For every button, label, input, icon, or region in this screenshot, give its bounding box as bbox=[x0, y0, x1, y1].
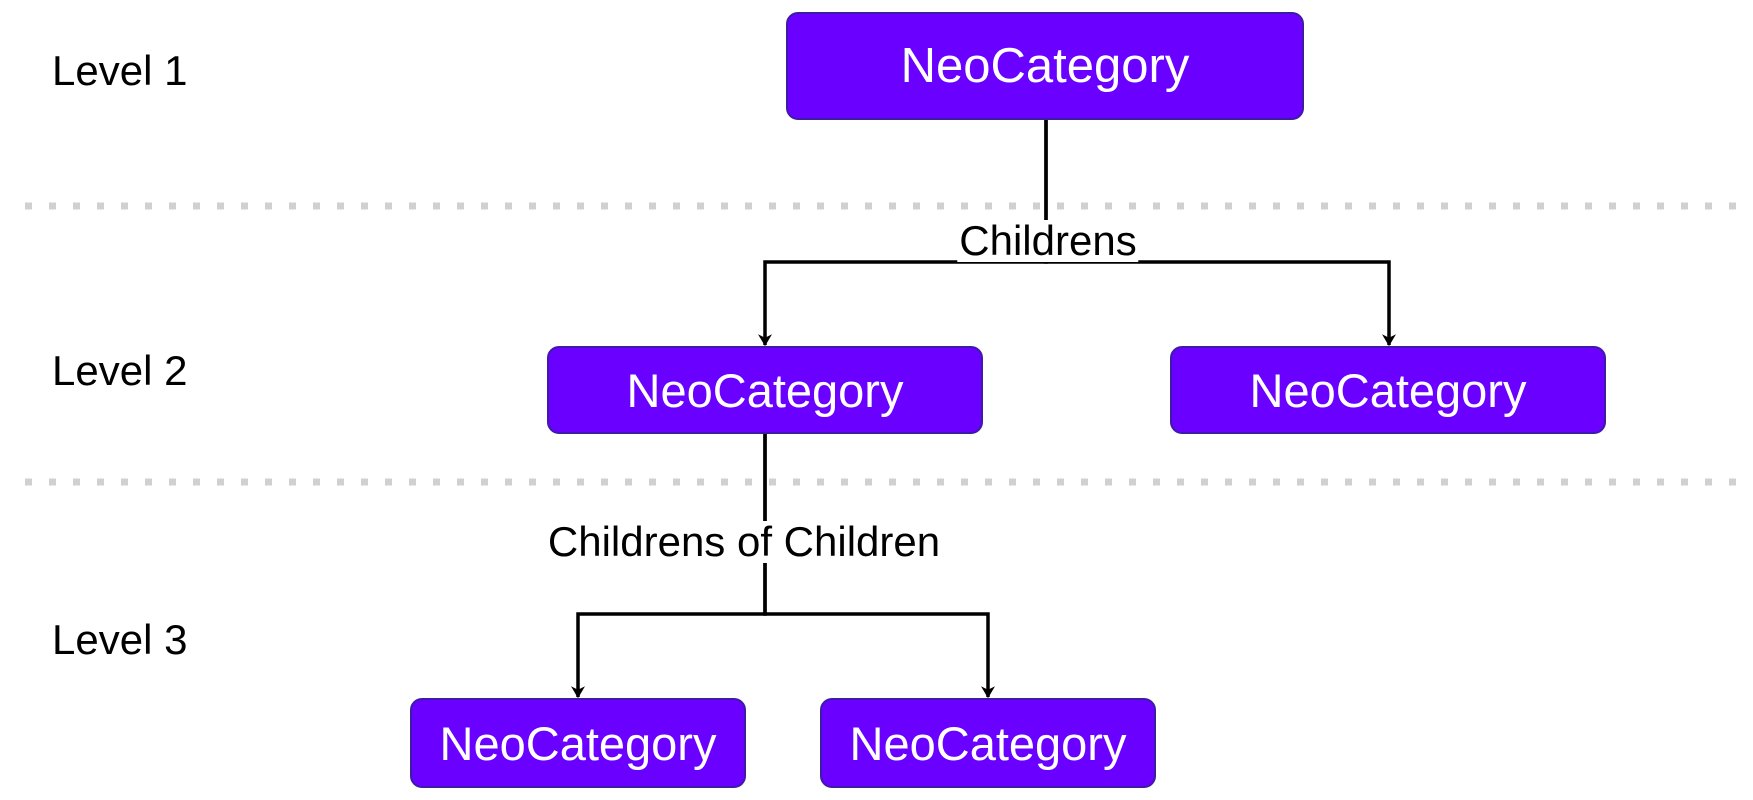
node-child-right[interactable]: NeoCategory bbox=[1170, 346, 1606, 434]
connector-child-to-grandchild-right bbox=[763, 434, 995, 699]
connector-childrens-of-children bbox=[571, 434, 995, 699]
node-child-left[interactable]: NeoCategory bbox=[547, 346, 983, 434]
node-child-left-label: NeoCategory bbox=[626, 363, 904, 417]
node-root-label: NeoCategory bbox=[900, 39, 1190, 93]
connector-child-to-grandchild-left bbox=[571, 434, 767, 699]
node-grandchild-left-label: NeoCategory bbox=[439, 716, 717, 770]
level-2-label: Level 2 bbox=[52, 347, 188, 394]
node-grandchild-right[interactable]: NeoCategory bbox=[820, 698, 1156, 788]
node-grandchild-left[interactable]: NeoCategory bbox=[410, 698, 746, 788]
level-1-label: Level 1 bbox=[52, 47, 188, 94]
connector-root-to-child-right bbox=[1044, 120, 1396, 347]
connector-childrens bbox=[758, 120, 1396, 347]
edge-label-childrens: Childrens bbox=[957, 217, 1139, 264]
node-child-right-label: NeoCategory bbox=[1249, 363, 1527, 417]
node-grandchild-right-label: NeoCategory bbox=[849, 716, 1127, 770]
level-3-label: Level 3 bbox=[52, 616, 188, 663]
node-root[interactable]: NeoCategory bbox=[786, 12, 1304, 120]
edge-label-childrens-of-children: Childrens of Children bbox=[545, 518, 943, 565]
